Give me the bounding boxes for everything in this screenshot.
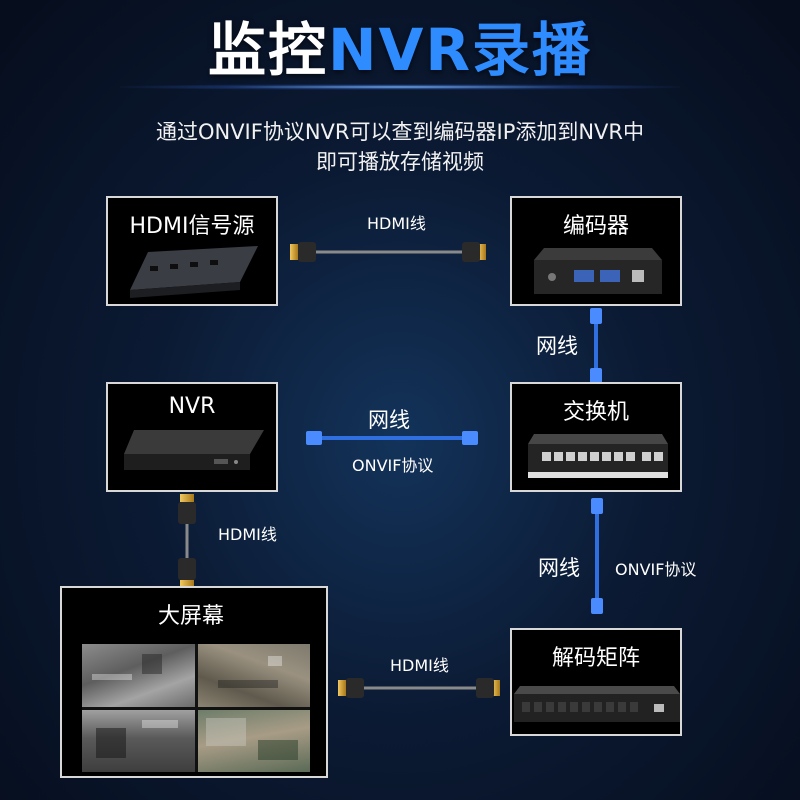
label-hdmi-nvr-screen: HDMI线 [218, 521, 277, 545]
camera-feed-3 [82, 710, 195, 773]
surveillance-video-wall [82, 644, 310, 772]
nvr-label: NVR [108, 394, 276, 419]
big-screen-label: 大屏幕 [158, 598, 224, 630]
hdmi-source-box: HDMI信号源 [106, 196, 278, 306]
label-onvif-switch-nvr: ONVIF协议 [352, 452, 433, 476]
encoder-device-icon [534, 246, 662, 298]
big-screen-box: 大屏幕 [60, 586, 328, 778]
hdmi-splitter-device-icon [130, 242, 258, 298]
label-hdmi-decoder-screen: HDMI线 [390, 652, 449, 676]
decoder-matrix-box: 解码矩阵 [510, 628, 682, 736]
hdmi-source-label: HDMI信号源 [108, 208, 276, 240]
hdmi-cable-source-encoder [290, 242, 486, 262]
encoder-box: 编码器 [510, 196, 682, 306]
encoder-label: 编码器 [512, 208, 680, 240]
switch-box: 交换机 [510, 382, 682, 492]
label-ethernet-switch-nvr: 网线 [368, 404, 410, 434]
camera-feed-2 [198, 644, 311, 707]
nvr-device-icon [124, 428, 264, 478]
switch-label: 交换机 [512, 394, 680, 426]
decoder-matrix-label: 解码矩阵 [512, 640, 680, 672]
label-ethernet-switch-decoder: 网线 [538, 552, 580, 582]
ethernet-cable-switch-decoder [591, 498, 603, 614]
camera-feed-1 [82, 644, 195, 707]
nvr-box: NVR [106, 382, 278, 492]
label-hdmi-source-encoder: HDMI线 [367, 210, 426, 234]
hdmi-cable-nvr-screen [178, 494, 196, 588]
label-ethernet-encoder-switch: 网线 [536, 330, 578, 360]
hdmi-cable-decoder-screen [338, 678, 500, 698]
network-switch-device-icon [528, 432, 668, 482]
decoder-matrix-device-icon [514, 684, 680, 728]
label-onvif-switch-decoder: ONVIF协议 [615, 556, 696, 580]
ethernet-cable-encoder-switch [590, 308, 602, 384]
camera-feed-4 [198, 710, 311, 773]
